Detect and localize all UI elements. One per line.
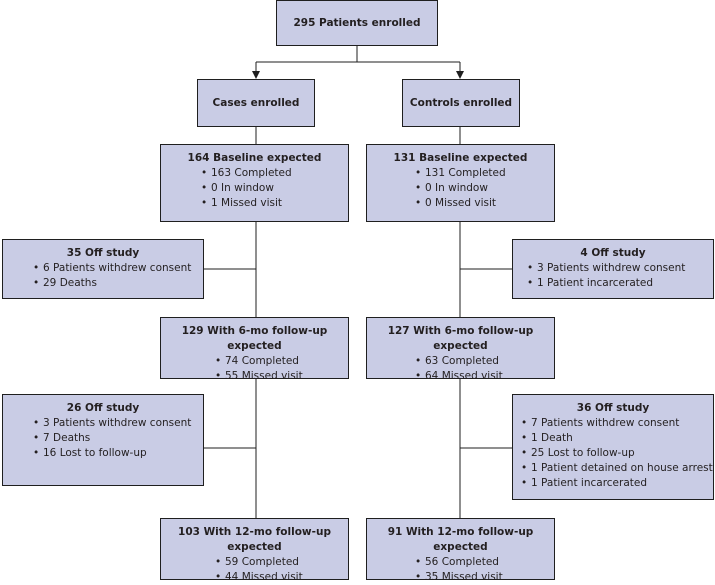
list-item: 0 In window	[201, 181, 348, 196]
controls-off-study-1-title: 4 Off study	[580, 247, 646, 259]
list-item: 1 Missed visit	[201, 196, 348, 211]
cases-6mo-followup-box: 129 With 6-mo follow-up expected 74 Comp…	[160, 317, 349, 382]
list-item: 1 Patient incarcerated	[521, 476, 713, 491]
cases-off-study-2-title: 26 Off study	[66, 402, 140, 414]
controls-enrolled-box: Controls enrolled	[402, 79, 520, 127]
controls-12mo-followup-title: 91 With 12-mo follow-up expected	[387, 526, 534, 553]
list-item: 55 Missed visit	[215, 369, 348, 384]
controls-6mo-followup-title: 127 With 6-mo follow-up expected	[387, 325, 534, 352]
list-item: 1 Patient incarcerated	[527, 276, 713, 291]
cases-12mo-followup-box: 103 With 12-mo follow-up expected 59 Com…	[160, 518, 349, 583]
list-item: 63 Completed	[415, 354, 554, 369]
list-item: 44 Missed visit	[215, 570, 348, 585]
cases-baseline-box: 164 Baseline expected 163 Completed 0 In…	[160, 144, 349, 222]
controls-baseline-box: 131 Baseline expected 131 Completed 0 In…	[366, 144, 555, 222]
list-item: 29 Deaths	[33, 276, 203, 291]
controls-off-study-2-box: 36 Off study 7 Patients withdrew consent…	[512, 394, 714, 500]
list-item: 25 Lost to follow-up	[521, 446, 713, 461]
list-item: 7 Patients withdrew consent	[521, 416, 713, 431]
list-item: 74 Completed	[215, 354, 348, 369]
cases-enrolled-label: Cases enrolled	[212, 96, 300, 109]
cases-enrolled-box: Cases enrolled	[197, 79, 315, 127]
list-item: 35 Missed visit	[415, 570, 554, 585]
list-item: 6 Patients withdrew consent	[33, 261, 203, 276]
list-item: 16 Lost to follow-up	[33, 446, 203, 461]
list-item: 3 Patients withdrew consent	[527, 261, 713, 276]
list-item: 1 Patient detained on house arrest	[521, 461, 713, 476]
list-item: 7 Deaths	[33, 431, 203, 446]
controls-enrolled-label: Controls enrolled	[409, 96, 513, 109]
cases-off-study-1-box: 35 Off study 6 Patients withdrew consent…	[2, 239, 204, 299]
list-item: 59 Completed	[215, 555, 348, 570]
controls-12mo-followup-box: 91 With 12-mo follow-up expected 56 Comp…	[366, 518, 555, 583]
list-item: 131 Completed	[415, 166, 554, 181]
controls-6mo-followup-box: 127 With 6-mo follow-up expected 63 Comp…	[366, 317, 555, 382]
list-item: 0 In window	[415, 181, 554, 196]
cases-12mo-followup-title: 103 With 12-mo follow-up expected	[178, 526, 331, 553]
list-item: 56 Completed	[415, 555, 554, 570]
list-item: 3 Patients withdrew consent	[33, 416, 203, 431]
patients-enrolled-label: 295 Patients enrolled	[293, 16, 421, 29]
cases-off-study-2-box: 26 Off study 3 Patients withdrew consent…	[2, 394, 204, 486]
patients-enrolled-box: 295 Patients enrolled	[276, 0, 438, 46]
cases-off-study-1-title: 35 Off study	[66, 247, 140, 259]
list-item: 163 Completed	[201, 166, 348, 181]
controls-baseline-title: 131 Baseline expected	[393, 152, 528, 164]
cases-baseline-title: 164 Baseline expected	[187, 152, 322, 164]
list-item: 1 Death	[521, 431, 713, 446]
list-item: 64 Missed visit	[415, 369, 554, 384]
controls-off-study-1-box: 4 Off study 3 Patients withdrew consent …	[512, 239, 714, 299]
list-item: 0 Missed visit	[415, 196, 554, 211]
controls-off-study-2-title: 36 Off study	[576, 402, 650, 414]
cases-6mo-followup-title: 129 With 6-mo follow-up expected	[181, 325, 328, 352]
